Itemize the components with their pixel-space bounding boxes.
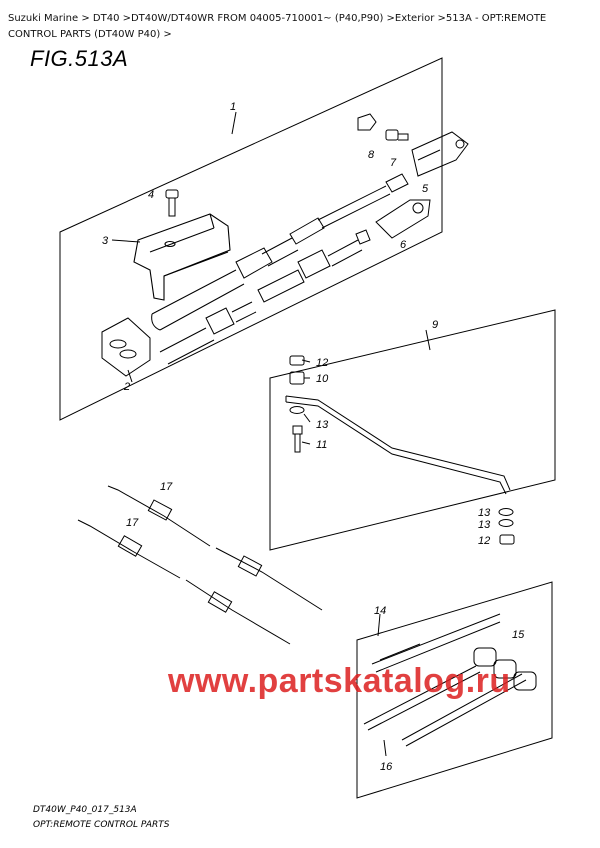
watermark: www.partskatalog.ru (168, 662, 511, 700)
callout-1: 1 (230, 101, 236, 113)
callout-4: 4 (148, 189, 154, 201)
cable-17-upper-part (107, 485, 323, 611)
bolt-11-part (292, 425, 303, 453)
nut-8-part (357, 113, 377, 131)
bracket-part (133, 213, 231, 301)
kit-9-frame (269, 309, 556, 551)
callout-9: 9 (432, 319, 438, 331)
callout-11: 11 (316, 439, 327, 451)
callout-5: 5 (422, 183, 429, 195)
callout-8: 8 (368, 149, 375, 161)
callout-3: 3 (102, 235, 109, 247)
callout-13-lower-b: 13 (478, 519, 491, 531)
callout-16: 16 (380, 761, 393, 773)
washer-13-upper-part (289, 406, 305, 414)
nut-12-upper-part (289, 355, 305, 366)
callout-7: 7 (390, 157, 397, 169)
leader-3 (111, 239, 141, 243)
leader-16 (383, 739, 387, 757)
kit-1-frame (59, 57, 443, 421)
callout-13-lower-a: 13 (478, 507, 491, 519)
callout-17-lower: 17 (126, 517, 139, 529)
leader-12 (301, 359, 311, 363)
end-joint-5-part (411, 131, 469, 177)
grommet-part (101, 317, 151, 377)
callout-12-lower: 12 (478, 535, 490, 547)
nut-12-lower-part (499, 534, 515, 545)
bolt-4-part (165, 189, 179, 217)
callout-14: 14 (374, 605, 386, 617)
strap-14-part (363, 613, 527, 747)
leader-9 (425, 329, 431, 351)
kit-1-cable-upper (151, 173, 409, 331)
footer-caption: OPT:REMOTE CONTROL PARTS (33, 820, 170, 830)
leader-2 (127, 369, 133, 383)
washer-13-lower-parts (498, 508, 514, 527)
kit-1-cable-lower (159, 229, 371, 365)
callout-2: 2 (123, 381, 130, 393)
footer-code: DT40W_P40_017_513A (33, 805, 137, 815)
callout-13-upper: 13 (316, 419, 329, 431)
rod-9-part (285, 395, 511, 495)
callout-6: 6 (400, 239, 407, 251)
kit-14-frame (356, 581, 553, 799)
leader-14 (377, 613, 381, 637)
callout-10: 10 (316, 373, 329, 385)
figure-title: FIG.513A (30, 46, 129, 71)
bolt-7-part (385, 129, 409, 141)
breadcrumb[interactable]: Suzuki Marine > DT40 >DT40W/DT40WR FROM … (8, 13, 547, 40)
callout-12-upper: 12 (316, 357, 328, 369)
collar-10-part (289, 371, 305, 385)
cable-17-lower-part (77, 519, 291, 645)
joint-6-part (375, 199, 431, 239)
leader-11 (301, 441, 311, 445)
callout-17-upper: 17 (160, 481, 173, 493)
callout-15: 15 (512, 629, 525, 641)
leader-13 (303, 413, 311, 423)
leader-1 (231, 111, 237, 135)
spacer-15-part (473, 647, 537, 691)
